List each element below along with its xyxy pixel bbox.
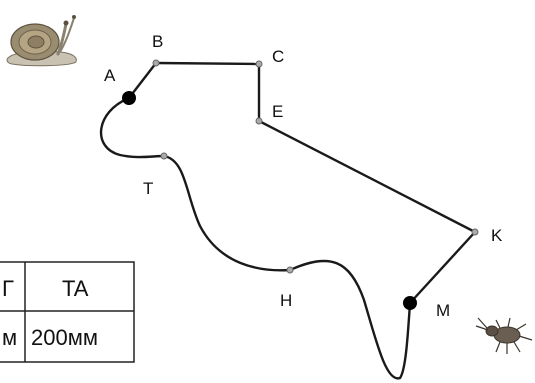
segment-bc [155,61,260,66]
table-header-partial: Г [2,276,14,301]
curve-at [99,96,165,159]
table-header-ta: TA [62,276,89,301]
label-b: B [152,32,163,51]
curve-th [163,154,291,272]
label-h: H [280,291,292,310]
snail-icon [6,15,77,67]
beetle-icon [475,317,533,354]
segment-ab [128,62,157,99]
label-m: M [436,301,450,320]
point-e-dot [255,117,263,125]
table-value-ta: 200мм [31,325,98,350]
label-c: C [272,47,284,66]
point-b-dot [152,59,160,67]
segment-ek [258,119,476,234]
point-m-dot [403,296,417,310]
point-c-dot [255,60,263,68]
point-t-dot [160,152,168,160]
label-k: K [491,226,503,245]
point-a-dot [122,91,136,105]
point-k-dot [471,228,479,236]
segment-km [409,231,476,304]
label-a: A [104,66,116,85]
distance-table: Г TA м 200мм [0,261,135,363]
label-t: T [143,179,153,198]
table-value-partial: м [2,325,17,350]
label-e: E [272,102,283,121]
curve-hm [289,259,412,380]
point-h-dot [286,266,294,274]
